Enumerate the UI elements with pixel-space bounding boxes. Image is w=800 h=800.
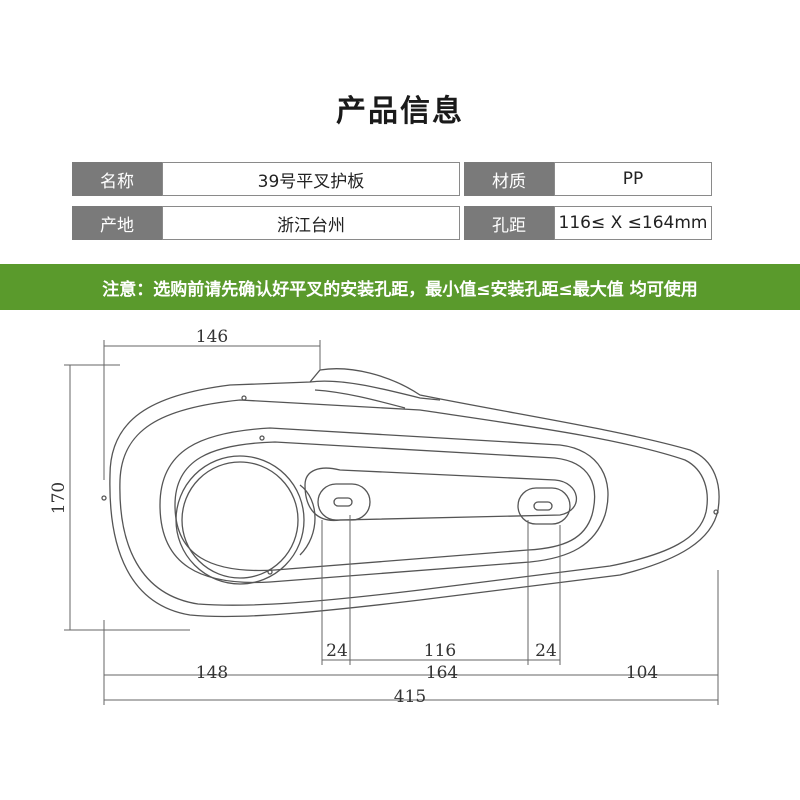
mount-hole-right: [517, 487, 571, 525]
notice-banner: 注意：选购前请先确认好平叉的安装孔距，最小值≤安装孔距≤最大值 均可使用: [0, 264, 800, 310]
dim-hole-span: 116: [424, 641, 456, 661]
technical-drawing: 146 170 24 116 24 148 164 104 415: [49, 327, 720, 707]
dim-hole-right-offset: 24: [535, 641, 557, 661]
dim-hole-left-offset: 24: [326, 641, 348, 661]
spec-label-name: 名称: [72, 162, 162, 196]
dim-height: 170: [49, 482, 69, 514]
spec-value-hole-spacing: 116≤ X ≤164mm: [554, 206, 712, 240]
outer-shell-inner-line: [119, 399, 708, 606]
inner-channel-inner: [174, 441, 596, 572]
spec-label-hole-spacing: 孔距: [464, 206, 554, 240]
spec-row-1: 名称 39号平叉护板 材质 PP: [72, 162, 712, 196]
spec-value-origin: 浙江台州: [162, 206, 460, 240]
spec-value-material: PP: [554, 162, 712, 196]
dim-left-seg: 148: [196, 663, 228, 683]
mount-hole-left: [317, 483, 371, 521]
inner-channel-outer: [159, 427, 609, 584]
top-fin: [309, 380, 441, 401]
page-title: 产品信息: [336, 94, 464, 129]
spec-row-2: 产地 浙江台州 孔距 116≤ X ≤164mm: [72, 206, 712, 240]
dim-right-seg: 104: [626, 663, 658, 683]
spec-label-material: 材质: [464, 162, 554, 196]
mount-slot: [304, 467, 578, 522]
spec-label-origin: 产地: [72, 206, 162, 240]
dim-total: 415: [394, 687, 426, 707]
dim-top-width: 146: [196, 327, 228, 347]
spec-value-name: 39号平叉护板: [162, 162, 460, 196]
sprocket-opening: [181, 461, 299, 579]
dim-mid-seg: 164: [426, 663, 458, 683]
